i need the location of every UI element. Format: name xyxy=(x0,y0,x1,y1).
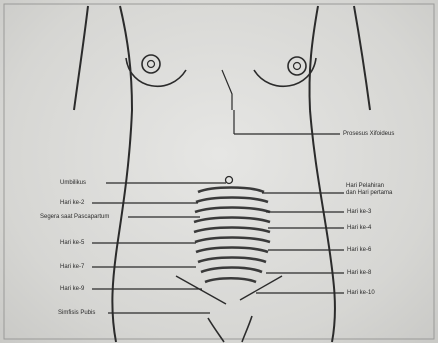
label-first-day: dan Hari pertama xyxy=(346,190,392,197)
label-day-8: Hari ke-8 xyxy=(347,270,371,277)
label-day-4: Hari ke-4 xyxy=(347,225,371,232)
right-nipple xyxy=(294,63,301,70)
label-day-6: Hari ke-6 xyxy=(347,247,371,254)
label-xiphoid-process: Prosesus Xifoideus xyxy=(343,131,394,138)
right-breast xyxy=(254,58,316,86)
left-nipple xyxy=(148,61,155,68)
label-delivery-day: Hari Pelahiran xyxy=(346,183,384,190)
label-day-2: Hari ke-2 xyxy=(60,200,84,207)
left-areola xyxy=(142,55,160,73)
label-day-3: Hari ke-3 xyxy=(347,209,371,216)
right-arm-outline xyxy=(354,6,370,110)
left-body-outline xyxy=(112,110,132,342)
label-umbilicus: Umbilikus xyxy=(60,180,86,187)
right-thigh-line xyxy=(242,316,252,342)
left-thigh-line xyxy=(208,318,224,342)
right-torso-upper xyxy=(309,6,318,110)
label-day-7: Hari ke-7 xyxy=(60,264,84,271)
label-day-9: Hari ke-9 xyxy=(60,286,84,293)
label-day-10: Hari ke-10 xyxy=(347,290,375,297)
right-leader-lines xyxy=(234,110,344,293)
label-day-5: Hari ke-5 xyxy=(60,240,84,247)
right-areola xyxy=(288,57,306,75)
umbilicus-mark xyxy=(226,177,233,184)
left-arm-outline xyxy=(74,6,88,110)
label-symphysis-pubis: Simfisis Pubis xyxy=(58,310,95,317)
right-body-outline xyxy=(310,110,335,342)
sternum-line xyxy=(222,70,232,110)
label-immediately-postpartum: Segera saat Pascapartum xyxy=(40,214,109,221)
fundus-levels xyxy=(194,188,270,283)
